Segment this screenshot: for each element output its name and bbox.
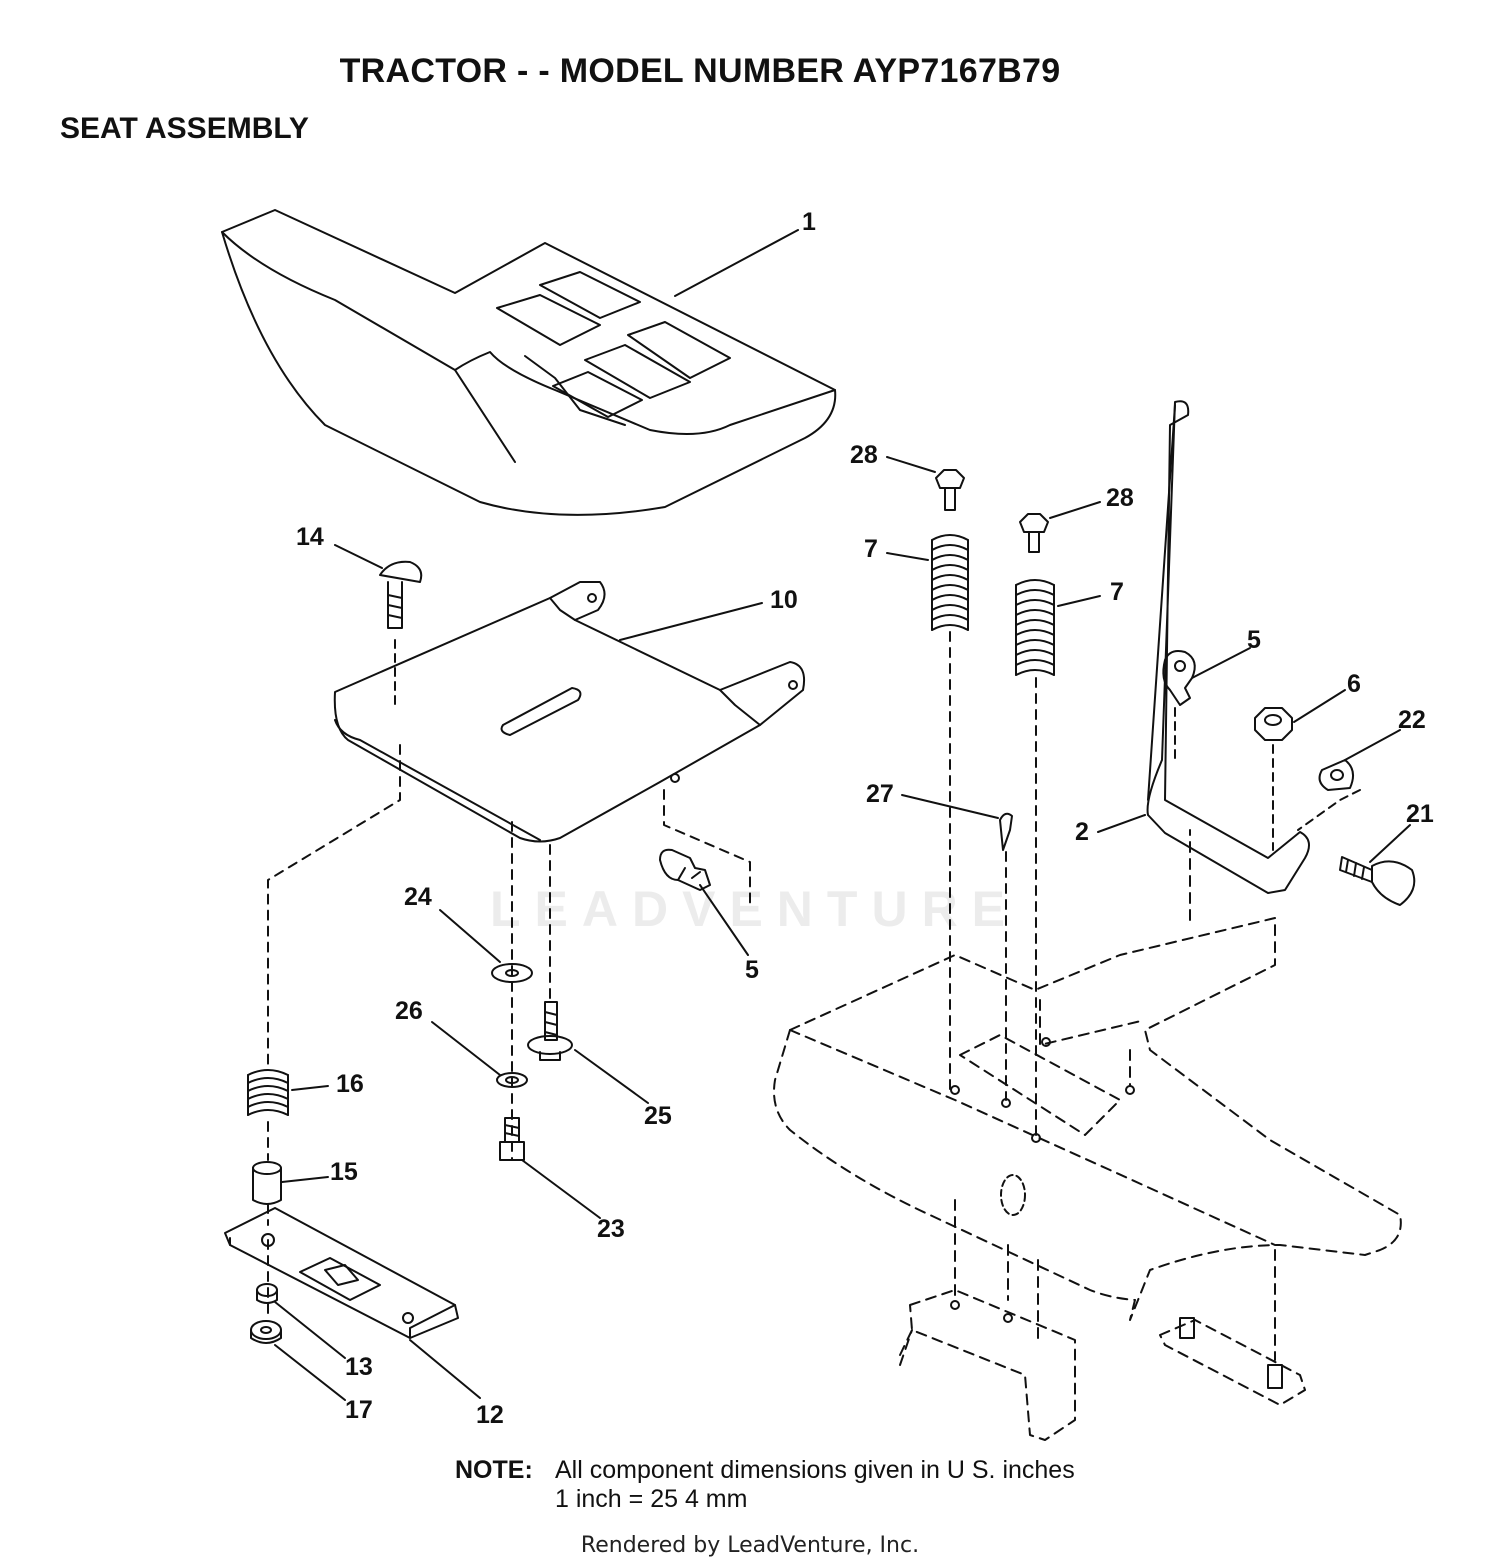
callout-13: 13 bbox=[345, 1353, 373, 1381]
callout-15: 15 bbox=[330, 1158, 358, 1186]
pin-27-part bbox=[999, 812, 1013, 851]
clip-5-upper-part bbox=[1162, 650, 1196, 706]
seat-part bbox=[221, 209, 837, 516]
frame-outline bbox=[773, 829, 1402, 1441]
callout-12: 12 bbox=[476, 1401, 504, 1429]
note-line-1: All component dimensions given in U S. i… bbox=[555, 1456, 1075, 1484]
washer-17-part bbox=[250, 1320, 282, 1344]
callout-5-upper: 5 bbox=[1247, 626, 1261, 654]
callout-26: 26 bbox=[395, 997, 423, 1025]
watermark: LEADVENTURE bbox=[490, 881, 1020, 937]
cap-28-left-part bbox=[935, 469, 965, 511]
clip-5-lower-part bbox=[659, 848, 711, 891]
washer-24-part bbox=[491, 963, 533, 983]
callout-24: 24 bbox=[404, 883, 432, 911]
callout-25: 25 bbox=[644, 1102, 672, 1130]
rendered-by-footer: Rendered by LeadVenture, Inc. bbox=[580, 1533, 920, 1558]
callout-7-left: 7 bbox=[864, 535, 878, 563]
callout-16: 16 bbox=[336, 1070, 364, 1098]
callout-5-lower: 5 bbox=[745, 956, 759, 984]
callout-6: 6 bbox=[1347, 670, 1361, 698]
spacer-part bbox=[252, 1161, 282, 1205]
nut-22-part bbox=[1318, 759, 1355, 791]
bracket-2-part bbox=[1146, 400, 1310, 894]
note-line-2: 1 inch = 25 4 mm bbox=[555, 1485, 748, 1513]
callout-17: 17 bbox=[345, 1396, 373, 1424]
note-label: NOTE: bbox=[455, 1456, 533, 1484]
lock-washer-part bbox=[496, 1072, 528, 1088]
callout-1: 1 bbox=[802, 208, 816, 236]
section-title: SEAT ASSEMBLY bbox=[60, 112, 309, 145]
bolt-23-part bbox=[499, 1117, 525, 1161]
bracket-plate-part bbox=[224, 1207, 459, 1339]
bolt-21-part bbox=[1339, 856, 1416, 906]
callout-7-right: 7 bbox=[1110, 578, 1124, 606]
callout-21: 21 bbox=[1406, 800, 1434, 828]
seat-pan-part bbox=[333, 581, 806, 843]
callout-23: 23 bbox=[597, 1215, 625, 1243]
callout-27: 27 bbox=[866, 780, 894, 808]
spring-7-left-part bbox=[931, 534, 969, 631]
spring-16-part bbox=[247, 1069, 289, 1116]
callout-28-right: 28 bbox=[1106, 484, 1134, 512]
callout-28-left: 28 bbox=[850, 441, 878, 469]
shoulder-bolt-part bbox=[527, 1001, 573, 1061]
callout-2: 2 bbox=[1075, 818, 1089, 846]
nut-6-part bbox=[1254, 707, 1293, 741]
callout-14: 14 bbox=[296, 523, 324, 551]
callout-22: 22 bbox=[1398, 706, 1426, 734]
stud-bolts bbox=[1179, 1317, 1283, 1389]
carriage-bolt-part bbox=[379, 560, 423, 629]
spring-7-right-part bbox=[1015, 579, 1055, 676]
dimension-note: NOTE: All component dimensions given in U… bbox=[455, 1456, 1075, 1514]
nut-13-part bbox=[256, 1283, 278, 1304]
page-title: TRACTOR - - MODEL NUMBER AYP7167B79 bbox=[339, 52, 1061, 90]
cap-28-right-part bbox=[1019, 513, 1049, 553]
callout-10: 10 bbox=[770, 586, 798, 614]
